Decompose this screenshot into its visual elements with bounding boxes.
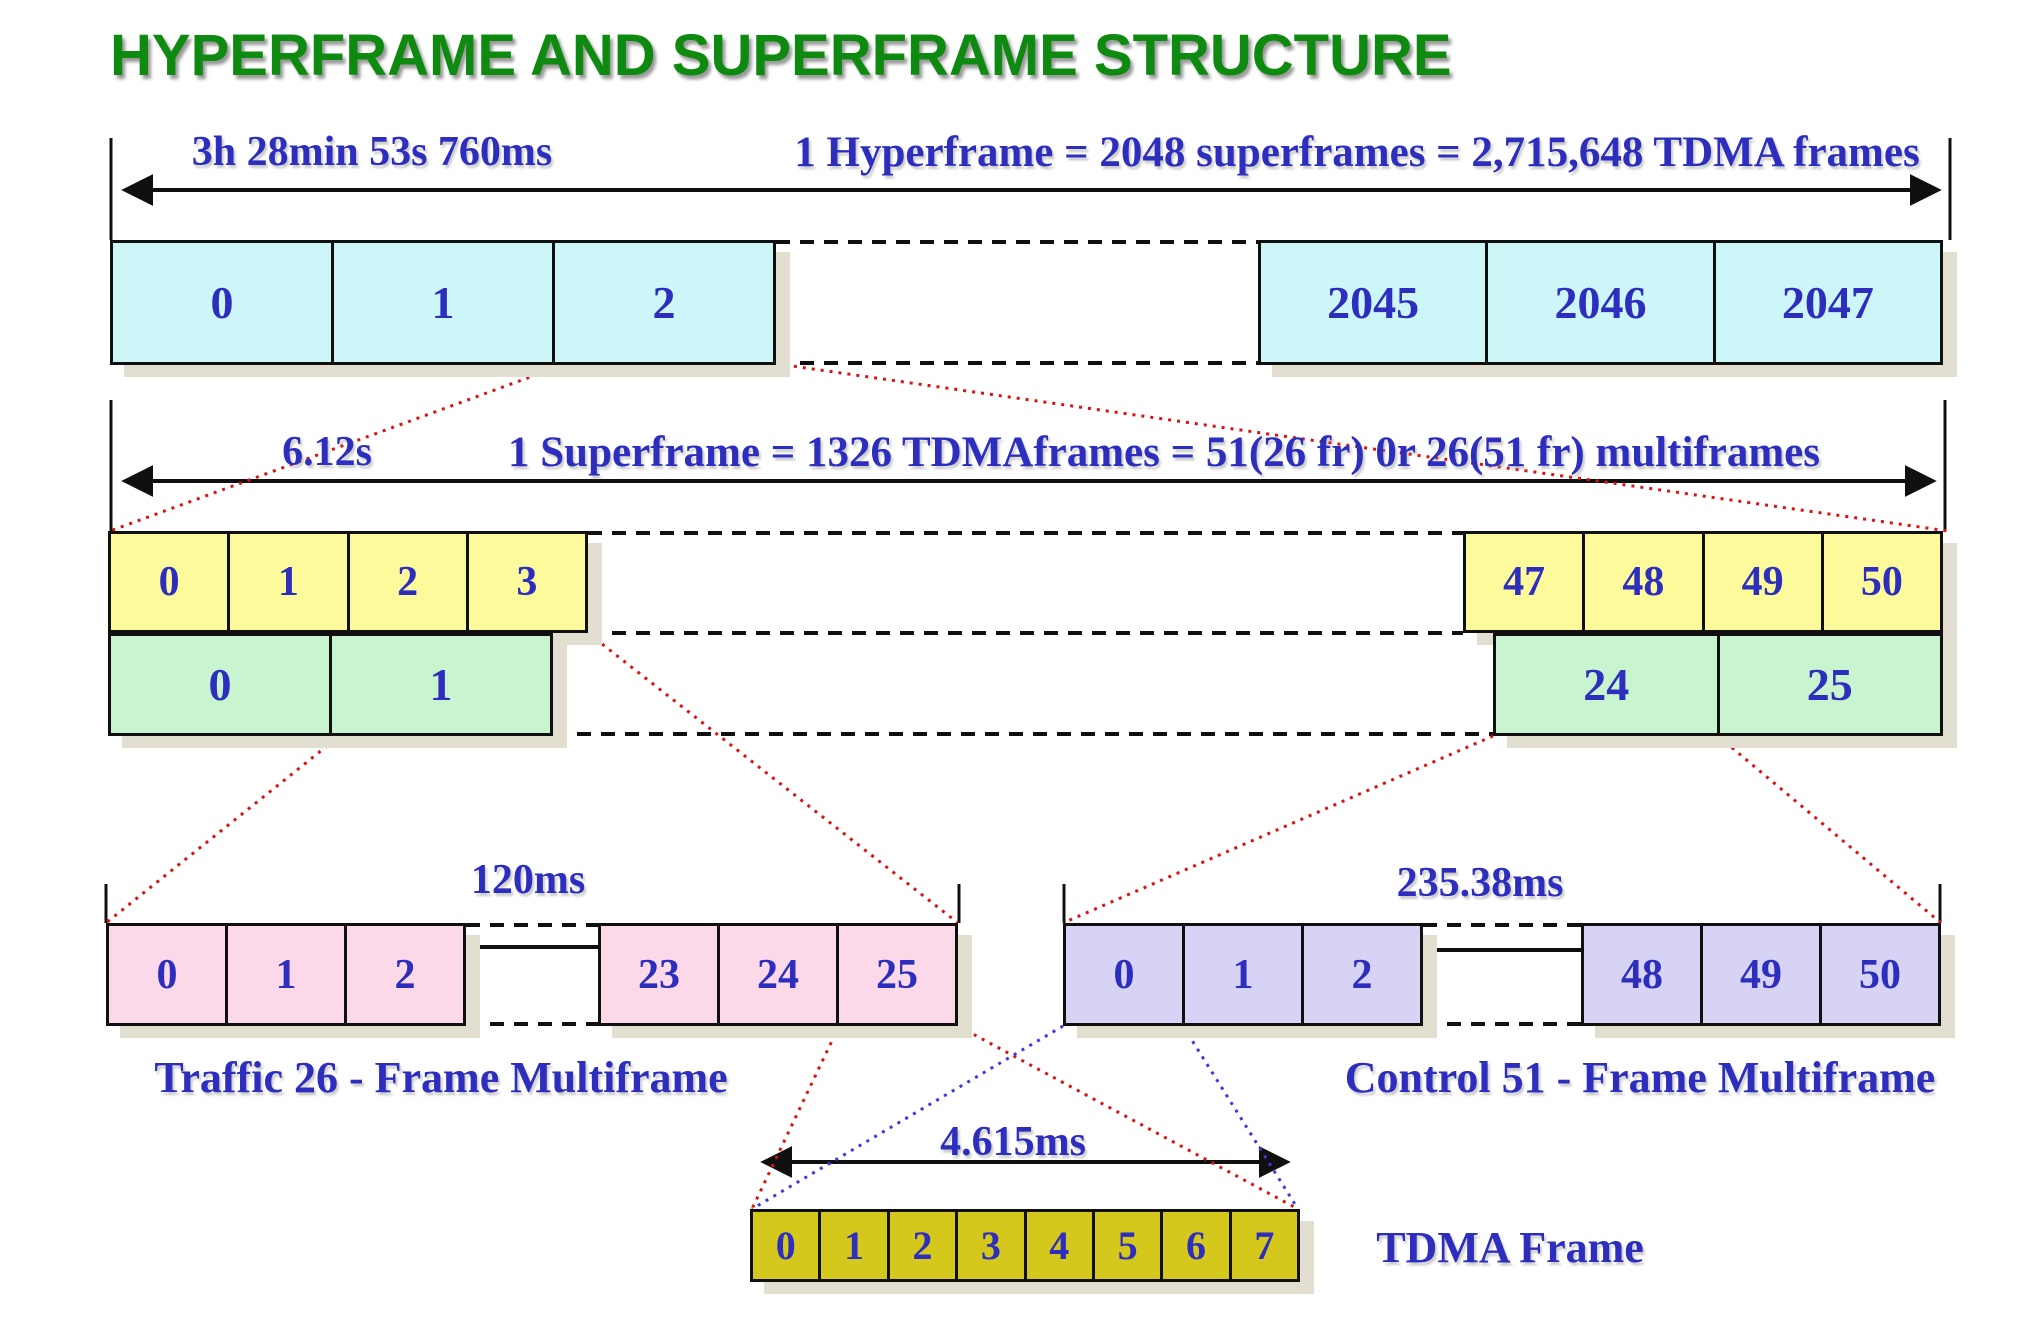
page-title: HYPERFRAME AND SUPERFRAME STRUCTURE (110, 23, 1452, 88)
frame-cell: 1 (332, 636, 550, 733)
frame-cell: 0 (1066, 926, 1185, 1023)
frame-cell: 48 (1585, 534, 1705, 630)
frame-cell: 3 (958, 1212, 1027, 1279)
frame-cell: 2046 (1488, 243, 1716, 362)
frame-cell: 0 (111, 636, 332, 733)
frame-cell: 2 (555, 243, 773, 362)
frame-cell: 1 (228, 926, 347, 1023)
frame-cell: 50 (1822, 926, 1938, 1023)
frame-cell: 49 (1704, 534, 1824, 630)
frame-cell: 25 (1719, 636, 1940, 733)
frame-cell: 24 (1496, 636, 1720, 733)
frame-cell: 2 (349, 534, 469, 630)
frame-cell: 1 (821, 1212, 890, 1279)
frame-cell: 1 (230, 534, 350, 630)
traffic-caption: Traffic 26 - Frame Multiframe (154, 1053, 728, 1102)
frame-cell: 2047 (1715, 243, 1940, 362)
hyperframe-formula-label: 1 Hyperframe = 2048 superframes = 2,715,… (794, 129, 1920, 176)
frame-cell: 5 (1094, 1212, 1164, 1279)
frame-cell: 1 (334, 243, 555, 362)
superframe-duration-label: 6.12s (282, 429, 372, 475)
frame-cell: 2045 (1261, 243, 1489, 362)
frame-cell: 2 (1304, 926, 1420, 1023)
frame-cell: 24 (720, 926, 839, 1023)
frame-cell: 1 (1185, 926, 1304, 1023)
tdma-caption: TDMA Frame (1376, 1223, 1644, 1272)
frame-cell: 4 (1026, 1212, 1095, 1279)
frame-cell: 3 (468, 534, 585, 630)
traffic-duration-label: 120ms (470, 857, 586, 903)
frame-cell: 23 (601, 926, 720, 1023)
frame-cell: 47 (1466, 534, 1586, 630)
frame-cell: 0 (109, 926, 228, 1023)
frame-cell: 2 (889, 1212, 959, 1279)
frame-cell: 48 (1584, 926, 1703, 1023)
frame-cell: 50 (1823, 534, 1940, 630)
tdma-duration-label: 4.615ms (940, 1119, 1086, 1165)
frame-cell: 0 (111, 534, 231, 630)
frame-cell: 0 (753, 1212, 822, 1279)
superframe-formula-label: 1 Superframe = 1326 TDMAframes = 51(26 f… (507, 429, 1821, 476)
frame-cell: 25 (839, 926, 955, 1023)
hyperframe-duration-label: 3h 28min 53s 760ms (191, 129, 553, 175)
frame-cell: 49 (1703, 926, 1822, 1023)
frame-cell: 2 (347, 926, 463, 1023)
control-duration-label: 235.38ms (1396, 860, 1564, 906)
frame-cell: 0 (113, 243, 334, 362)
frame-cell: 7 (1231, 1212, 1297, 1279)
frame-cell: 6 (1163, 1212, 1232, 1279)
control-caption: Control 51 - Frame Multiframe (1344, 1053, 1936, 1102)
